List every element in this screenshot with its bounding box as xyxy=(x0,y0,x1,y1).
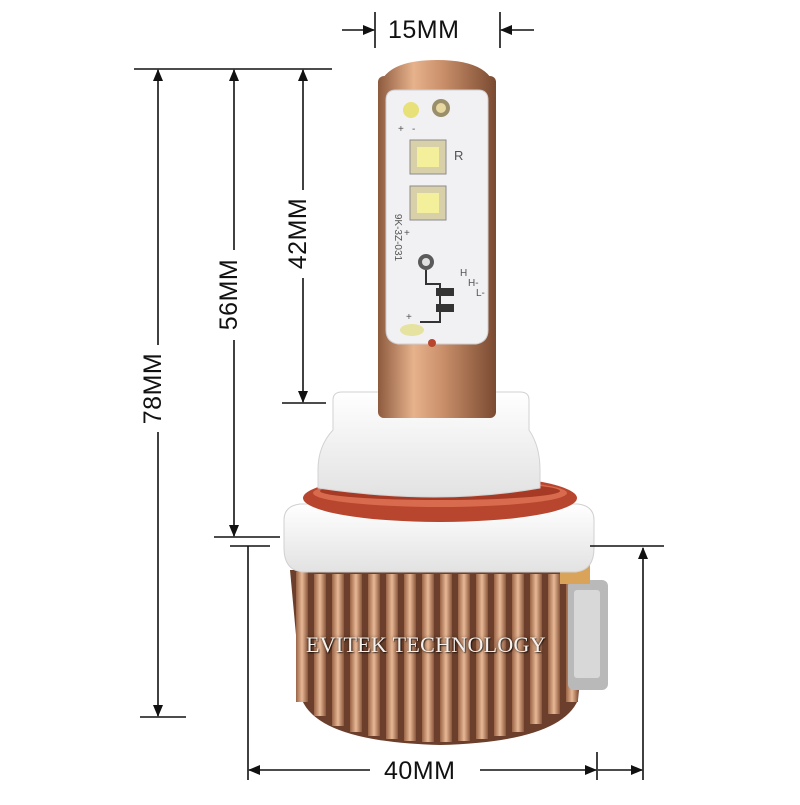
dimension-label-top-width: 15MM xyxy=(388,16,460,44)
pcb-pin-h: H xyxy=(460,268,468,279)
dimension-label-base-width: 40MM xyxy=(384,757,456,785)
copper-cap xyxy=(378,60,496,96)
pcb-plus-mark: + xyxy=(398,124,404,135)
pcb-led-mark: R xyxy=(454,148,464,163)
pcb-trace xyxy=(420,270,441,323)
pcb-plus-mark: + xyxy=(404,228,410,239)
wire-end xyxy=(428,339,436,347)
side-connector xyxy=(560,562,608,690)
bulb-illustration xyxy=(283,60,608,745)
heatsink xyxy=(290,562,608,745)
led-chip-lower xyxy=(409,185,447,221)
led-pcb xyxy=(385,89,489,347)
socket-flange xyxy=(283,503,595,573)
heatsink-fins xyxy=(296,572,578,742)
brand-watermark: EVITEK TECHNOLOGY xyxy=(306,632,546,657)
pcb-pin-l-minus: L- xyxy=(476,288,485,299)
dimension-label-led-height: 42MM xyxy=(284,197,313,270)
dimension-label-mid-height: 56MM xyxy=(215,258,244,331)
pcb-pin-h-minus: H- xyxy=(468,278,479,289)
diode xyxy=(436,304,454,312)
pcb-minus-mark: - xyxy=(412,124,416,135)
pcb-plus-mark: + xyxy=(406,312,412,323)
dimension-label-total-height: 78MM xyxy=(139,352,168,425)
solder-pad xyxy=(400,324,424,336)
solder-pad xyxy=(403,102,419,118)
led-chip-upper xyxy=(409,139,447,175)
diode xyxy=(436,288,454,296)
pcb-code: 9K-3Z-031 xyxy=(392,213,404,262)
dimension-lines xyxy=(134,12,664,780)
